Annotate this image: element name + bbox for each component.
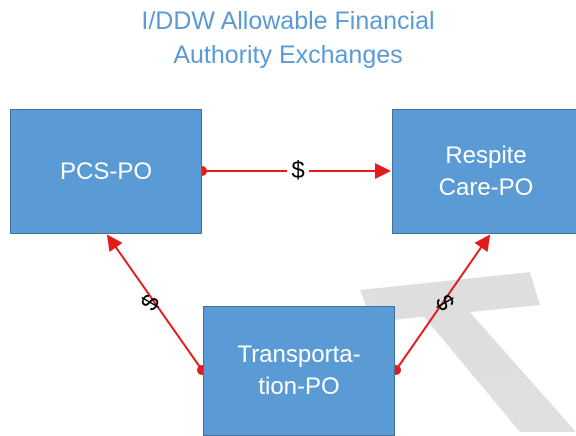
node-pcs-label: PCS-PO [59, 157, 152, 185]
node-transport-label-1: Transporta- [237, 341, 361, 368]
diagram-title: I/DDW Allowable Financial Authority Exch… [0, 4, 576, 72]
title-line-2: Authority Exchanges [173, 41, 403, 69]
node-respite-label-2: Care-PO [438, 173, 534, 201]
title-line-1: I/DDW Allowable Financial [141, 7, 435, 35]
node-respite-label-1: Respite [445, 141, 527, 169]
watermark [360, 272, 576, 432]
arrow-transport-to-pcs [106, 234, 203, 371]
node-transport-label-2: tion-PO [258, 373, 340, 400]
arrow-transport-to-respite [395, 234, 491, 371]
node-pcs-po: PCS-PO [10, 109, 202, 234]
node-respite-care-po: Respite Care-PO [392, 109, 576, 234]
node-transportation-po: Transporta- tion-PO [203, 306, 395, 436]
edge-label-pcs-to-respite: $ [287, 158, 309, 184]
